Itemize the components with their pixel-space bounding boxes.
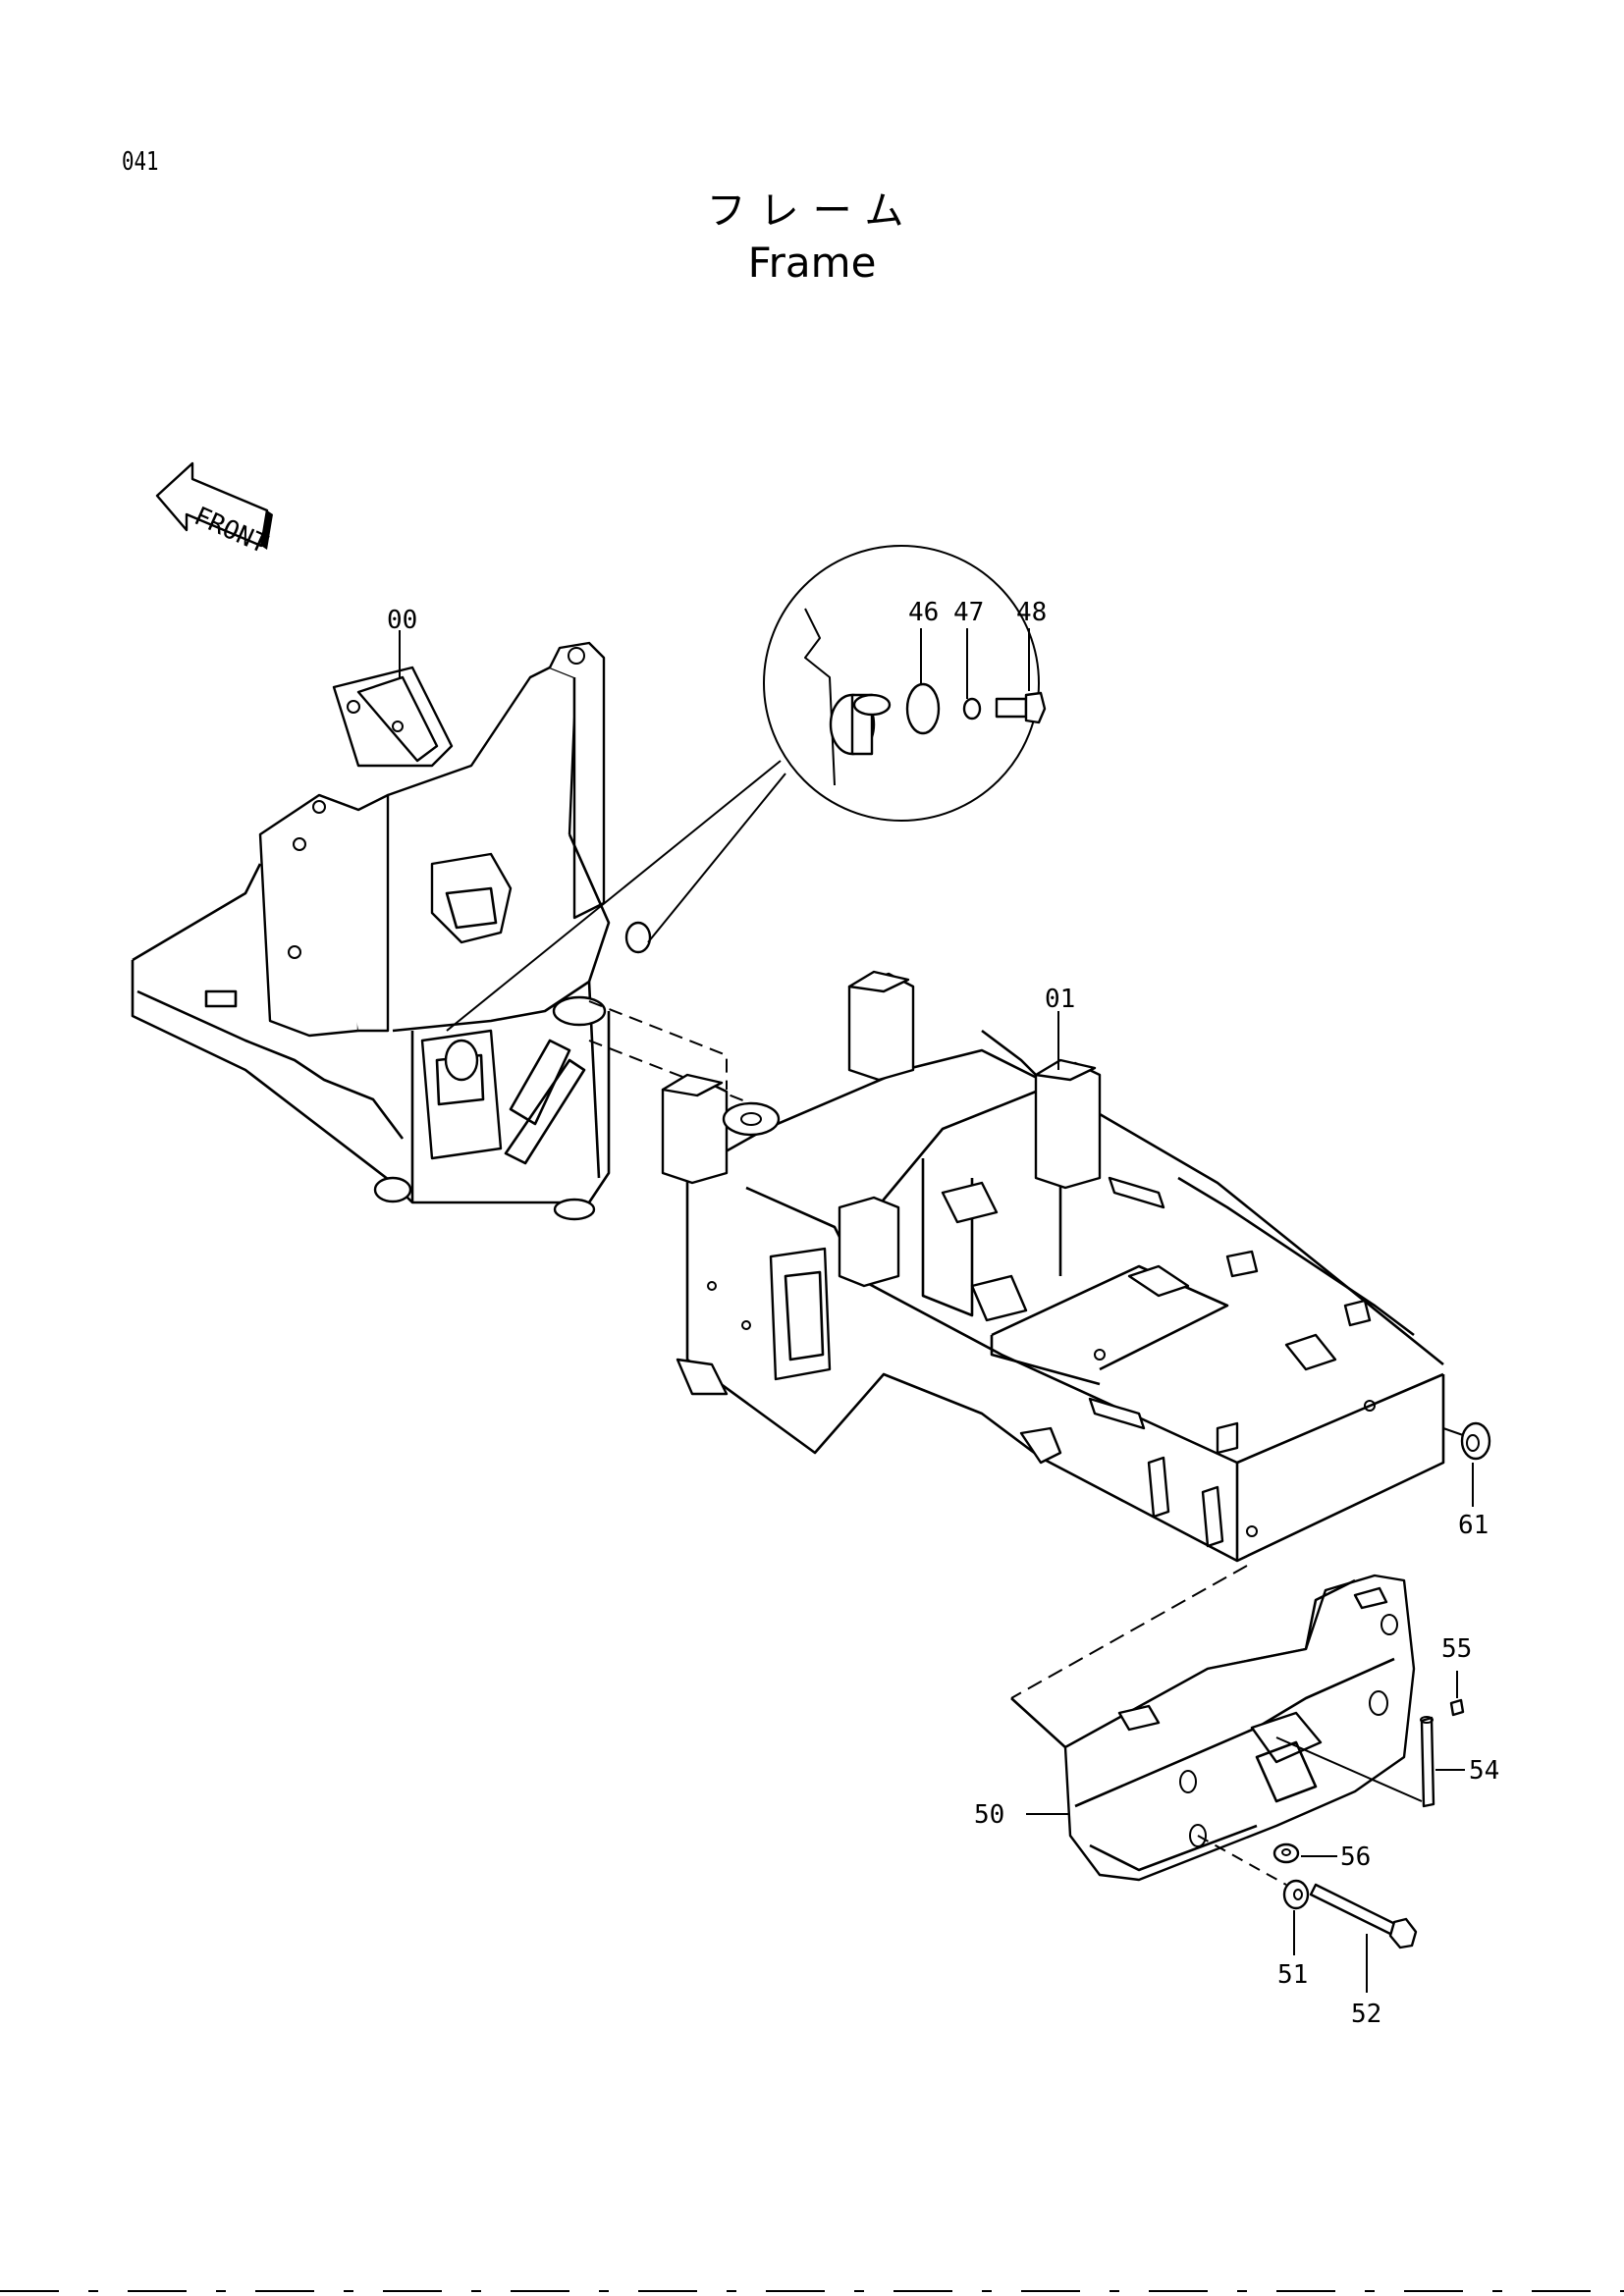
callout-00: 00 — [387, 606, 417, 635]
callout-54: 54 — [1469, 1756, 1499, 1786]
callout-55: 55 — [1441, 1634, 1472, 1664]
frame-part-00 — [131, 641, 652, 1221]
callout-01: 01 — [1045, 985, 1075, 1014]
assembly-line — [588, 1040, 767, 1110]
frame-part-01 — [661, 970, 1445, 1563]
callout-46: 46 — [908, 598, 939, 627]
part-52-bolt — [1309, 1883, 1418, 1993]
assembly-line — [1197, 1835, 1287, 1886]
counterweight-part-50 — [1010, 1574, 1416, 1882]
assembly-line — [588, 1000, 728, 1090]
callout-48: 48 — [1016, 598, 1047, 627]
front-arrow-icon: FRONT — [155, 461, 273, 560]
callout-47: 47 — [953, 598, 984, 627]
callout-61: 61 — [1458, 1511, 1489, 1540]
page-number: 041 — [122, 147, 159, 177]
part-54-pin — [1275, 1716, 1465, 1808]
title-japanese: フレーム — [706, 188, 918, 234]
assembly-line — [1010, 1565, 1248, 1699]
callout-56: 56 — [1340, 1842, 1371, 1872]
callout-51: 51 — [1277, 1960, 1308, 1990]
title-english: Frame — [747, 239, 877, 287]
callout-52: 52 — [1351, 2000, 1381, 2029]
part-56-washer — [1272, 1842, 1337, 1864]
part-61-cap — [1442, 1421, 1491, 1507]
callout-50: 50 — [974, 1800, 1004, 1830]
part-51-washer — [1282, 1879, 1310, 1955]
part-55-plug — [1449, 1671, 1465, 1717]
detail-circle — [446, 545, 1047, 1032]
